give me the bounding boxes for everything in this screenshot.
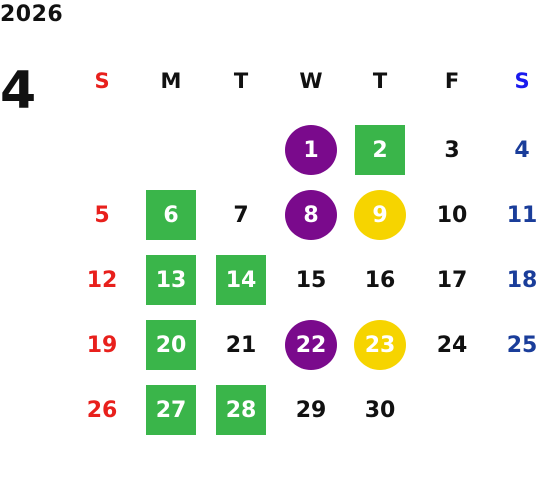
weekday-header: S	[514, 69, 530, 93]
day-cell[interactable]: 21	[225, 332, 257, 358]
day-cell[interactable]: 23	[354, 320, 406, 370]
day-cell[interactable]: 18	[506, 267, 538, 293]
day-cell[interactable]: 16	[364, 267, 396, 293]
day-cell[interactable]: 13	[146, 255, 196, 305]
day-cell[interactable]: 14	[216, 255, 266, 305]
weekday-header: S	[94, 69, 110, 93]
day-cell[interactable]: 2	[355, 125, 405, 175]
weekday-header: T	[233, 69, 249, 93]
weekday-header: T	[372, 69, 388, 93]
day-cell[interactable]: 6	[146, 190, 196, 240]
day-cell[interactable]: 5	[94, 202, 110, 228]
day-cell[interactable]: 17	[436, 267, 468, 293]
weekday-header: M	[160, 69, 182, 93]
weekday-header: F	[444, 69, 460, 93]
day-cell[interactable]: 11	[506, 202, 538, 228]
day-cell[interactable]: 8	[285, 190, 337, 240]
month-number: 4	[0, 61, 37, 121]
day-cell[interactable]: 22	[285, 320, 337, 370]
day-cell[interactable]: 4	[514, 137, 530, 163]
day-cell[interactable]: 27	[146, 385, 196, 435]
day-cell[interactable]: 29	[295, 397, 327, 423]
day-cell[interactable]: 20	[146, 320, 196, 370]
day-cell[interactable]: 9	[354, 190, 406, 240]
day-cell[interactable]: 26	[86, 397, 118, 423]
day-cell[interactable]: 3	[444, 137, 460, 163]
weekday-header: W	[299, 69, 323, 93]
day-cell[interactable]: 15	[295, 267, 327, 293]
day-cell[interactable]: 19	[86, 332, 118, 358]
day-cell[interactable]: 24	[436, 332, 468, 358]
day-cell[interactable]: 30	[364, 397, 396, 423]
day-cell[interactable]: 28	[216, 385, 266, 435]
day-cell[interactable]: 25	[506, 332, 538, 358]
day-cell[interactable]: 7	[233, 202, 249, 228]
day-cell[interactable]: 10	[436, 202, 468, 228]
day-cell[interactable]: 12	[86, 267, 118, 293]
day-cell[interactable]: 1	[285, 125, 337, 175]
year-label: 2026	[0, 2, 64, 27]
